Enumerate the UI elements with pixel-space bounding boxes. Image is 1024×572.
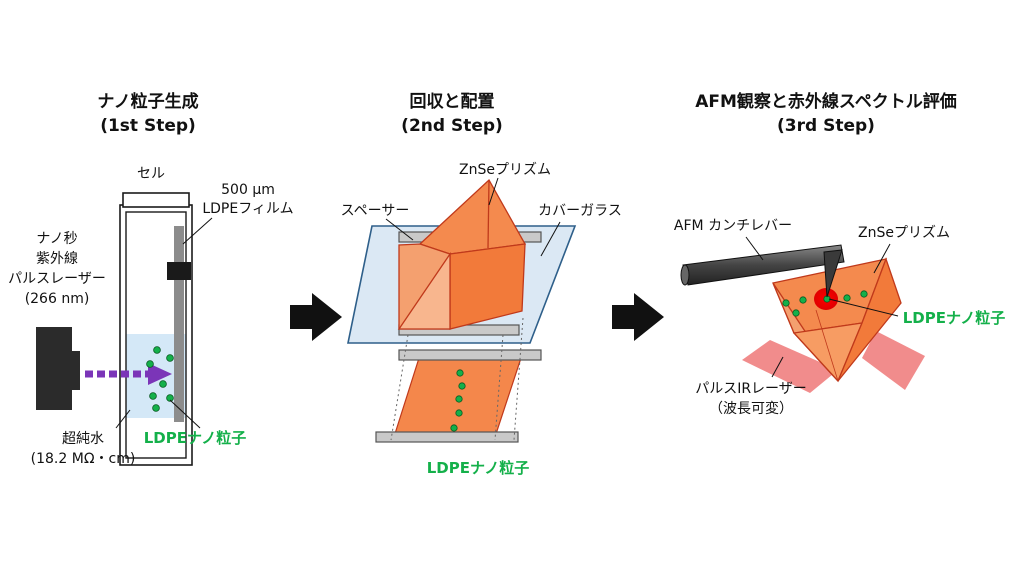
cantilever-end xyxy=(680,264,690,286)
cell-label: セル xyxy=(137,166,165,182)
spacer-leader xyxy=(385,218,414,241)
spacer-bottom xyxy=(375,431,519,443)
collected-particles xyxy=(450,369,466,432)
step2-assembly-diagram xyxy=(347,177,577,443)
ir-beam-out xyxy=(862,331,925,390)
prism-leader xyxy=(488,177,499,206)
laser-label-4: (266 nm) xyxy=(25,291,90,307)
afm-label: AFM カンチレバー xyxy=(674,218,792,234)
film-label-2: LDPEフィルム xyxy=(202,201,293,217)
step1-subtitle: (1st Step) xyxy=(100,116,196,136)
step1-particle-label: LDPEナノ粒子 xyxy=(144,429,247,447)
laser-label-2: 紫外線 xyxy=(36,251,78,267)
prism3-leader xyxy=(873,243,891,274)
step3-subtitle: (3rd Step) xyxy=(777,116,875,136)
prism-label: ZnSeプリズム xyxy=(459,162,551,178)
particle3-leader xyxy=(828,298,899,317)
spacer-low xyxy=(398,349,542,361)
water-label-1: 超純水 xyxy=(62,431,104,447)
ir-label-2: （波長可変） xyxy=(709,400,793,417)
step2-title: 回収と配置 xyxy=(410,92,495,112)
particle-leader xyxy=(169,399,201,429)
film-clamp xyxy=(167,262,191,280)
water-label-2: (18.2 MΩ・cm) xyxy=(31,451,136,467)
laser-source xyxy=(36,327,80,410)
spacer-label: スペーサー xyxy=(341,203,410,219)
step3-afm-diagram xyxy=(680,236,925,393)
arrow-step2-to-3 xyxy=(612,293,664,341)
film-leader xyxy=(182,217,213,245)
film-label-1: 500 µm xyxy=(221,182,275,198)
step1-title: ナノ粒子生成 xyxy=(97,91,198,112)
cover-label: カバーガラス xyxy=(538,203,622,219)
ir-beam-in xyxy=(742,340,838,393)
alignment-guides xyxy=(390,317,524,441)
afm-leader xyxy=(745,236,764,261)
step3-title: AFM観察と赤外線スペクトル評価 xyxy=(695,91,957,112)
measured-particles xyxy=(782,290,868,317)
zns-prism xyxy=(397,178,527,330)
afm-tip xyxy=(823,249,843,298)
step1-cell-diagram xyxy=(36,192,213,466)
cell-inner xyxy=(125,211,187,459)
cover-leader xyxy=(540,221,561,257)
laser-arrowhead xyxy=(148,363,172,385)
water-leader xyxy=(115,409,131,429)
laser-label-3: パルスレーザー xyxy=(8,271,106,287)
step2-subtitle: (2nd Step) xyxy=(401,116,503,136)
step3-particle-label: LDPEナノ粒子 xyxy=(903,309,1006,327)
step2-particle-label: LDPEナノ粒子 xyxy=(427,459,530,477)
cell-cap xyxy=(122,192,190,208)
prism3-label: ZnSeプリズム xyxy=(858,225,950,241)
ir-leader xyxy=(771,356,784,378)
arrow-step1-to-2 xyxy=(290,293,342,341)
ldpe-film xyxy=(174,226,184,422)
ir-label-1: パルスIRレーザー xyxy=(695,381,807,397)
laser-label-1: ナノ秒 xyxy=(36,231,77,247)
generated-particles xyxy=(146,346,174,412)
